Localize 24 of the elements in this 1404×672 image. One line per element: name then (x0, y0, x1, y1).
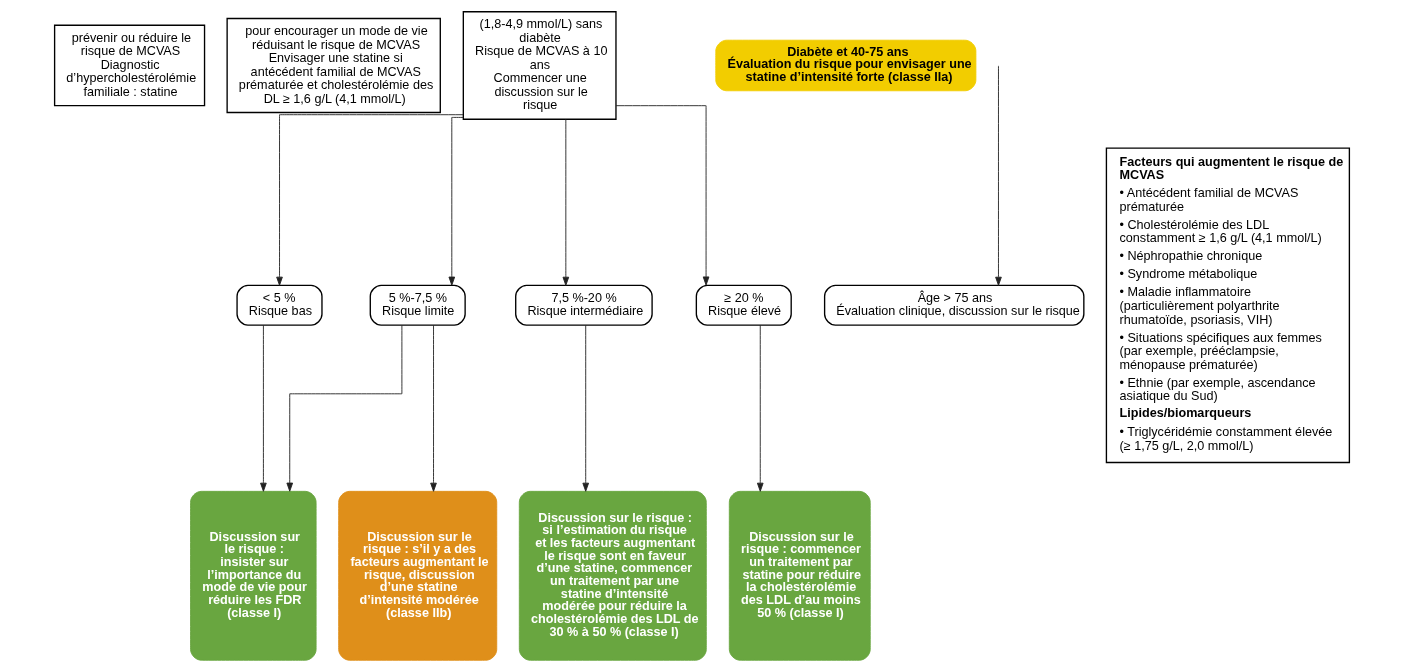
arrow (582, 324, 589, 492)
arrow (448, 116, 464, 286)
arrow (756, 324, 764, 492)
node-box: ≥ 20 % Risque élevé (695, 284, 792, 326)
node-box: pour encourager un mode de vie réduisant le risque de MCVAS Envisager une statine si antécédent familial de MCVAS prématurée et cholestérolémie des DL ≥ 1,6 g/L (4,1 mmol/L) (226, 17, 441, 114)
arrow (276, 114, 464, 286)
arrow (260, 324, 267, 492)
node-box: (1,8-4,9 mmol/L) sans diabète Risque de MCVAS à 10 ans Commencer une discussion sur le risque (462, 11, 617, 120)
arrow (286, 324, 403, 492)
node-box: 5 %-7,5 % Risque limite (369, 284, 466, 326)
node-box: Discussion sur le risque : commencer un traitement par statine pour réduire la cholestérolémie des LDL d’au moins 50 % (classe I) (728, 490, 871, 661)
node-box: 7,5 %-20 % Risque intermédiaire (515, 284, 653, 326)
node-box: Facteurs qui augmentent le risque de MCVAS • Antécédent familial de MCVAS prématurée • Cholestérolémie des LDL constamment ≥ 1,6 g/L (4,1 mmol/L) • Néphropathie chronique • Syndrome métabolique • Maladie inflammatoire (particulièrement polyarthrite rhumatoïde, psoriasis, VIH) • Situations spécifiques aux femmes (par exemple, prééclampsie, ménopause prématurée) • Ethnie (par exemple, ascendance asiatique du Sud) Lipides/biomarqueurs • Triglycéridémie constamment élevée (≥ 1,75 g/L, 2,0 mmol/L) (1105, 147, 1351, 464)
arrow (562, 118, 570, 286)
node-box: Discussion sur le risque : s’il y a des facteurs augmentant le risque, discussion d’une statine d’intensité modérée (classe IIb) (338, 490, 498, 661)
arrow (615, 105, 710, 286)
node-box: Discussion sur le risque : si l’estimation du risque et les facteurs augmentant le risque sont en faveur d’une statine, commencer un traitement par une statine d’intensité modérée pour réduire la cholestérolémie des LDL de 30 % à 50 % (classe I) (518, 490, 707, 661)
node-box: Diabète et 40-75 ans Évaluation du risque pour envisager une statine d’intensité forte (classe IIa) (715, 39, 977, 92)
node-box: prévenir ou réduire le risque de MCVAS Diagnostic d’hypercholestérolémie familiale : statine (53, 24, 206, 107)
arrow (995, 65, 1002, 286)
node-box: < 5 % Risque bas (236, 284, 323, 326)
node-box: Âge > 75 ans Évaluation clinique, discussion sur le risque (823, 284, 1085, 326)
node-box: Discussion sur le risque : insister sur l’importance du mode de vie pour réduire les FDR (classe I) (190, 490, 317, 661)
arrow (430, 324, 437, 492)
